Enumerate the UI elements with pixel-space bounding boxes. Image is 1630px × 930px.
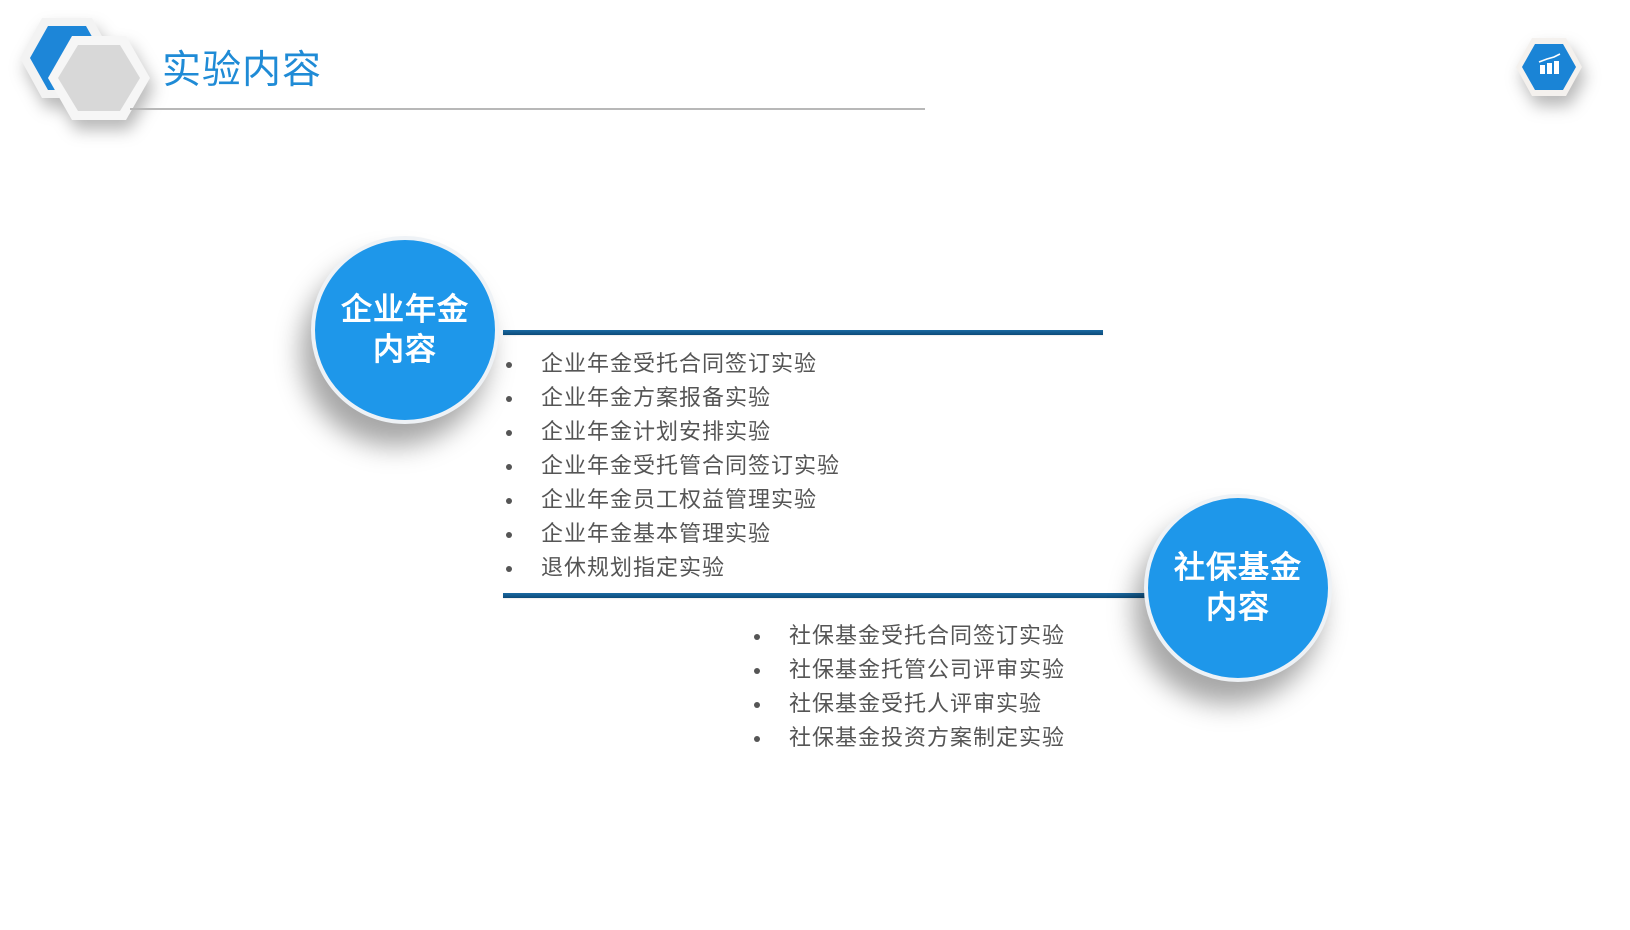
page-title: 实验内容 bbox=[162, 48, 323, 93]
section-divider-top bbox=[503, 330, 1103, 335]
bullet-icon bbox=[506, 430, 512, 436]
bullet-icon bbox=[506, 464, 512, 470]
bullet-icon bbox=[754, 702, 760, 708]
bar-chart-growth-icon bbox=[1514, 36, 1584, 98]
bullet-icon bbox=[506, 566, 512, 572]
enterprise-annuity-circle: 企业年金 内容 bbox=[311, 236, 499, 424]
bullet-icon bbox=[506, 396, 512, 402]
bullet-icon bbox=[754, 668, 760, 674]
bullet-icon bbox=[506, 532, 512, 538]
circle-title-line2: 内容 bbox=[1206, 590, 1270, 626]
hexagon-pair-icon bbox=[14, 12, 154, 132]
social-security-fund-circle: 社保基金 内容 bbox=[1144, 494, 1332, 682]
circle-title-line1: 企业年金 bbox=[341, 292, 469, 328]
bullet-icon bbox=[754, 736, 760, 742]
bullet-icon bbox=[754, 634, 760, 640]
circle-title-line1: 社保基金 bbox=[1174, 550, 1302, 586]
circle-title-line2: 内容 bbox=[373, 332, 437, 368]
title-underline bbox=[130, 108, 925, 110]
bullet-icon bbox=[506, 498, 512, 504]
bullet-icon bbox=[506, 362, 512, 368]
section-divider-bottom bbox=[503, 593, 1148, 598]
